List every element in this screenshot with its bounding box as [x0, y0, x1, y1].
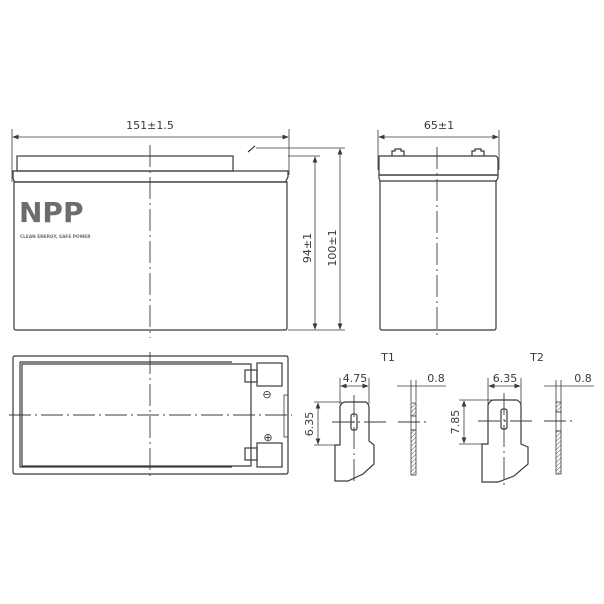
terminal-icon — [471, 148, 485, 156]
front-body — [13, 181, 288, 331]
npp-logo: NPP — [19, 196, 83, 229]
top-view: ⊖ ⊕ — [9, 352, 292, 480]
total-height-dimension: 100±1 — [326, 229, 339, 266]
side-view: 65±1 — [377, 119, 500, 338]
front-lid — [12, 170, 289, 183]
positive-terminal-icon — [244, 447, 258, 461]
t1-thickness-dimension: 0.8 — [427, 372, 445, 385]
width-dimension: 65±1 — [424, 119, 454, 132]
t1-width-dimension: 4.75 — [343, 372, 368, 385]
terminal-t2-detail: T2 6.35 7.85 0.8 — [449, 351, 594, 487]
positive-symbol: ⊕ — [263, 431, 272, 444]
terminal-icon — [391, 148, 405, 156]
front-lid-top — [16, 155, 234, 172]
t1-height-dimension: 6.35 — [303, 412, 316, 437]
t2-terminal-outline — [481, 399, 529, 483]
terminal-t1-detail: T1 4.75 6.35 0.8 — [303, 351, 446, 485]
t2-thickness-dimension: 0.8 — [574, 372, 592, 385]
t1-terminal-outline — [334, 401, 375, 482]
negative-symbol: ⊖ — [262, 388, 271, 401]
t2-width-dimension: 6.35 — [493, 372, 518, 385]
body-height-dimension: 94±1 — [301, 233, 314, 263]
front-view: 151±1.5 94±1 100±1 NPP CLEAN ENERGY, SAF… — [11, 119, 345, 338]
t2-height-dimension: 7.85 — [449, 410, 462, 435]
t2-label: T2 — [529, 351, 544, 364]
t1-label: T1 — [380, 351, 395, 364]
npp-tagline: CLEAN ENERGY, SAFE POWER — [20, 234, 91, 240]
length-dimension: 151±1.5 — [126, 119, 174, 132]
negative-terminal-icon — [244, 369, 258, 383]
